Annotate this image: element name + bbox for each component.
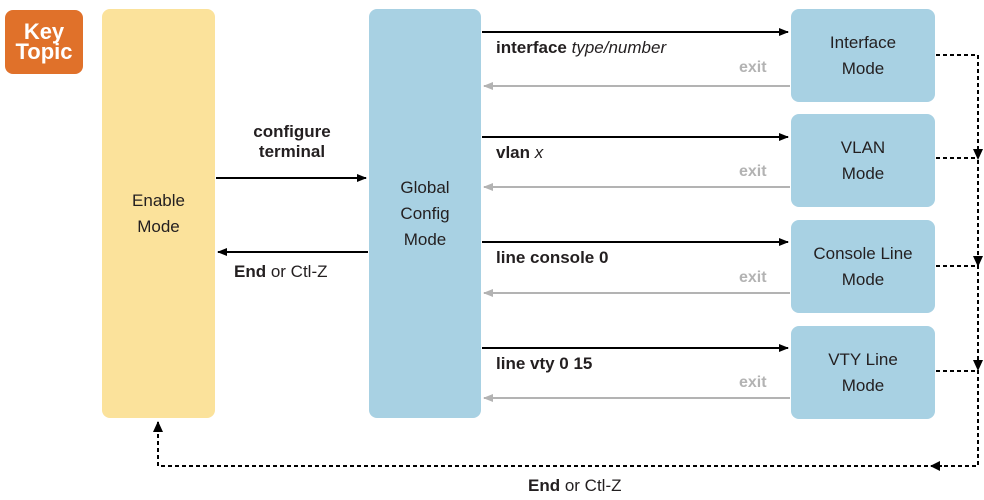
interface-command-italic: type/number xyxy=(571,38,667,57)
interface-command-bold: interface xyxy=(496,38,567,57)
end-left-suffix: or Ctl-Z xyxy=(270,262,328,281)
interface-exit-label: exit xyxy=(739,59,767,76)
vty-command-label: line vty 0 15 xyxy=(496,354,592,374)
console-command-bold: line console 0 xyxy=(496,248,609,267)
interface-mode-line-2: Mode xyxy=(841,58,885,78)
vty-exit-label: exit xyxy=(739,374,767,391)
enable-mode-line-1: Enable xyxy=(132,190,185,210)
console-command-label: line console 0 xyxy=(496,248,608,268)
end-bottom-command: End xyxy=(528,476,561,495)
console-mode-line-1: Console Line xyxy=(813,243,913,263)
end-bottom-label: End or Ctl-Z xyxy=(528,476,622,496)
global-config-mode-box: Global Config Mode xyxy=(369,9,481,418)
vlan-command-label: vlan x xyxy=(496,143,543,163)
configure-line-2: terminal xyxy=(258,142,326,161)
configure-line-1: configure xyxy=(253,122,331,141)
dotted-arrowheads xyxy=(153,149,983,471)
console-mode-line-2: Mode xyxy=(841,269,885,289)
global-mode-line-1: Global xyxy=(400,177,450,197)
vlan-exit-label: exit xyxy=(739,163,767,180)
vlan-command-italic: x xyxy=(534,143,544,162)
vty-command-bold: line vty 0 15 xyxy=(496,354,593,373)
enable-mode-line-2: Mode xyxy=(137,216,180,236)
end-left-command: End xyxy=(234,262,267,281)
end-dotted-return-path xyxy=(157,54,979,467)
vty-mode-line-2: Mode xyxy=(841,375,885,395)
vlan-mode-line-1: VLAN xyxy=(840,137,886,157)
console-line-mode-box: Console Line Mode xyxy=(791,220,935,313)
end-bottom-suffix: or Ctl-Z xyxy=(564,476,622,495)
end-left-label: End or Ctl-Z xyxy=(234,262,328,282)
key-topic-badge: Key Topic xyxy=(5,10,83,74)
interface-mode-line-1: Interface xyxy=(829,32,897,52)
vlan-mode-box: VLAN Mode xyxy=(791,114,935,207)
enable-mode-box: Enable Mode xyxy=(102,9,215,418)
global-mode-line-2: Config xyxy=(400,203,450,223)
badge-line-2: Topic xyxy=(15,39,73,64)
vty-line-mode-box: VTY Line Mode xyxy=(791,326,935,419)
vlan-mode-line-2: Mode xyxy=(841,163,885,183)
configure-terminal-label: configure terminal xyxy=(230,122,354,162)
badge-line-1: Key xyxy=(23,19,65,44)
vty-mode-line-1: VTY Line xyxy=(828,349,898,369)
console-exit-label: exit xyxy=(739,269,767,286)
interface-mode-box: Interface Mode xyxy=(791,9,935,102)
vlan-command-bold: vlan xyxy=(496,143,531,162)
global-mode-line-3: Mode xyxy=(403,229,447,249)
interface-command-label: interface type/number xyxy=(496,38,666,58)
